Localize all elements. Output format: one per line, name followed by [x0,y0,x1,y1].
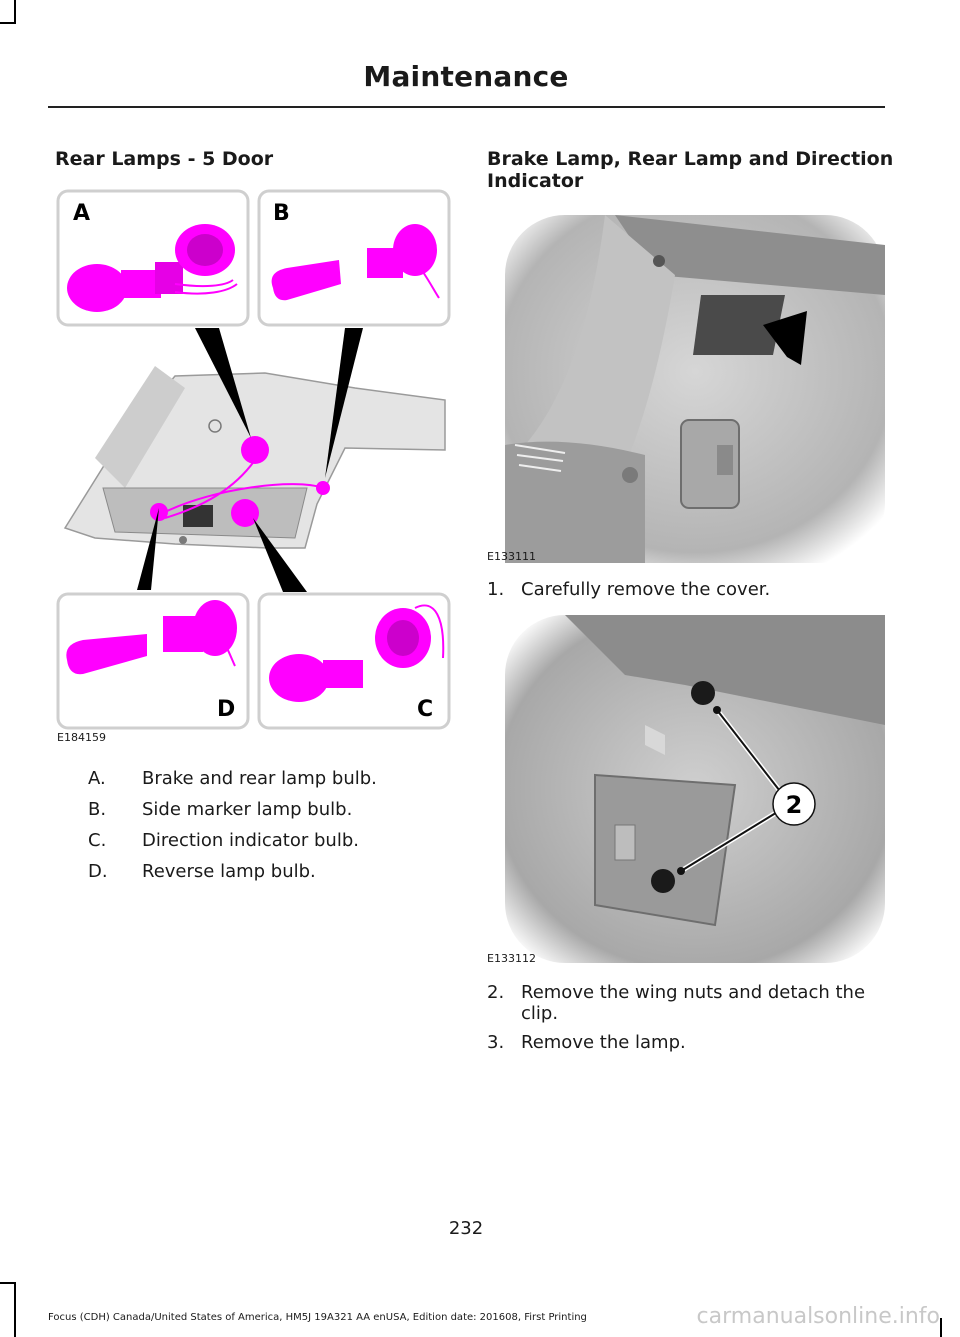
footer-edition-info: Focus (CDH) Canada/United States of Amer… [48,1312,587,1323]
step-text: clip. [521,1003,559,1024]
section-heading-rear-lamps: Rear Lamps - 5 Door [55,148,274,170]
callout-b: B [273,201,290,226]
header-divider [48,106,885,108]
step-number: 2. [487,982,505,1003]
legend-item: D. Reverse lamp bulb. [88,861,448,892]
figure-code: E133111 [487,550,536,563]
legend-item: B. Side marker lamp bulb. [88,799,448,830]
section-heading-line: Brake Lamp, Rear Lamp and Direction [487,148,894,170]
step-text: Remove the wing nuts and detach the [521,982,866,1003]
crop-mark [14,1282,16,1337]
rear-lamps-figure: A B D C [56,189,451,730]
bulb-legend: A. Brake and rear lamp bulb. B. Side mar… [88,768,448,892]
cover-removal-figure [505,215,885,563]
legend-text: Brake and rear lamp bulb. [142,768,377,789]
legend-key: A. [88,768,106,789]
legend-text: Reverse lamp bulb. [142,861,316,882]
step-number: 1. [487,579,505,600]
crop-mark [940,1318,942,1337]
step-number: 3. [487,1032,505,1053]
page-number: 232 [448,1218,484,1239]
callout-d: D [217,697,235,722]
page-title: Maintenance [363,60,569,93]
instruction-step: 3. Remove the lamp. [487,1032,686,1053]
crop-mark [0,22,16,24]
legend-text: Direction indicator bulb. [142,830,359,851]
section-heading-brake-lamp: Brake Lamp, Rear Lamp and Direction Indi… [487,148,893,192]
legend-key: D. [88,861,108,882]
section-heading-line: Indicator [487,170,584,192]
instruction-step: 2. Remove the wing nuts and detach the c… [487,982,865,1024]
legend-item: C. Direction indicator bulb. [88,830,448,861]
callout-a: A [73,201,90,226]
step-text: Remove the lamp. [521,1032,686,1053]
watermark: carmanualsonline.info [696,1304,940,1329]
callout-c: C [417,697,433,722]
step-text: Carefully remove the cover. [521,579,771,600]
legend-key: C. [88,830,107,851]
legend-item: A. Brake and rear lamp bulb. [88,768,448,799]
figure-code: E133112 [487,952,536,965]
legend-text: Side marker lamp bulb. [142,799,353,820]
figure-code: E184159 [57,731,106,744]
instruction-step: 1. Carefully remove the cover. [487,579,770,600]
crop-mark [0,1282,16,1284]
legend-key: B. [88,799,107,820]
callout-2: 2 [786,791,803,819]
crop-mark [14,0,16,22]
wing-nut-figure: 2 [505,615,885,963]
